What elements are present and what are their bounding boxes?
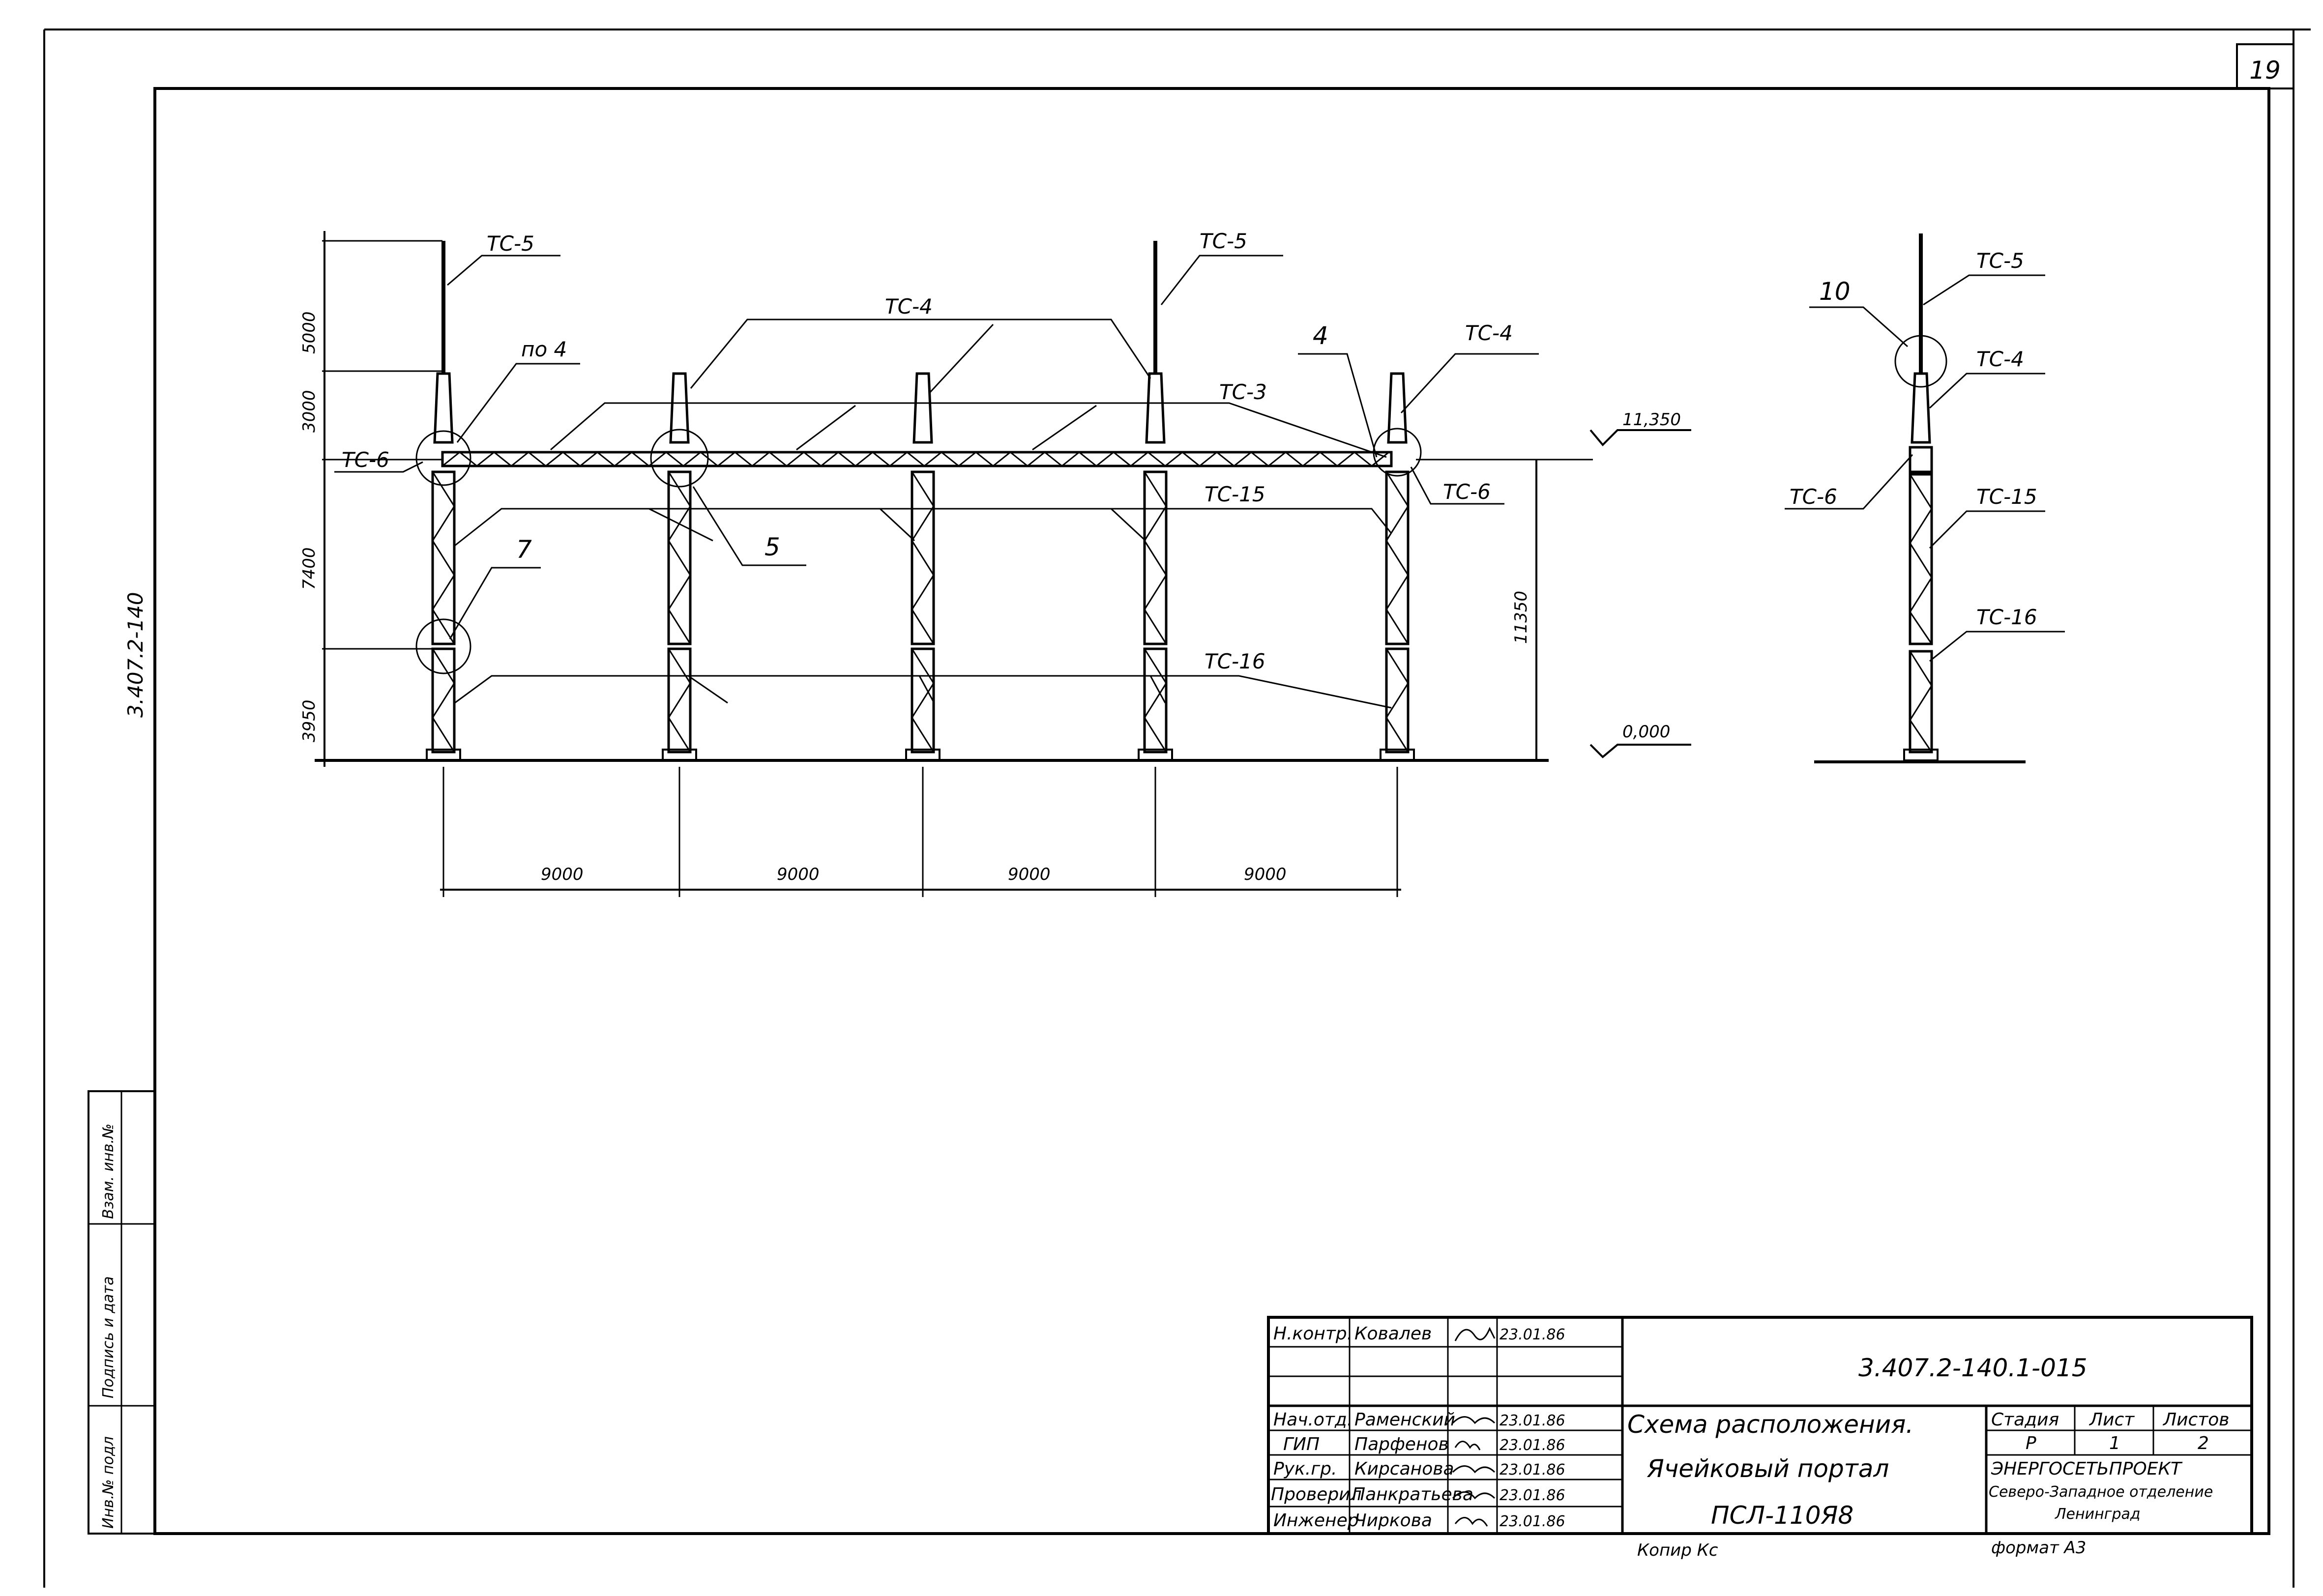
label-tc16: ТС-16 <box>1205 649 1265 673</box>
side-code: 3.407.2-140 <box>123 592 147 718</box>
strip-cell-signature: Подпись и дата <box>100 1277 117 1399</box>
signature-scribbles <box>1452 1327 1496 1527</box>
span-3: 9000 <box>1008 865 1051 884</box>
left-strip <box>88 1090 156 1535</box>
label-node4: 4 <box>1313 321 1328 350</box>
label-tc15: ТС-15 <box>1205 482 1265 506</box>
column-2 <box>650 372 709 761</box>
height-7400: 7400 <box>299 547 319 590</box>
signature-rows: Н.контр. Ковалев 23.01.86 Нач.отд. Рамен… <box>1271 1324 1565 1531</box>
row-role-3: Нач.отд. <box>1273 1410 1353 1430</box>
row-role-0: Н.контр. <box>1273 1324 1353 1344</box>
org-city: Ленинград <box>2055 1506 2141 1523</box>
leader-lines <box>334 255 1539 709</box>
row-date-4: 23.01.86 <box>1500 1437 1565 1454</box>
label-node7: 7 <box>516 535 532 564</box>
side-view <box>1785 233 2065 763</box>
label-tc6-left: ТС-6 <box>342 448 389 472</box>
front-view <box>315 231 1691 897</box>
column-5 <box>1373 372 1422 761</box>
column-1 <box>415 241 471 761</box>
row-role-6: Проверил <box>1271 1484 1362 1505</box>
sheets-total-value: 2 <box>2198 1433 2209 1453</box>
row-date-5: 23.01.86 <box>1500 1461 1565 1479</box>
column-3 <box>905 372 941 761</box>
org-department: Северо-Западное отделение <box>1989 1483 2213 1501</box>
side-label-tc16: ТС-16 <box>1976 605 2037 629</box>
label-tc5-mid: ТС-5 <box>1200 229 1247 253</box>
row-date-7: 23.01.86 <box>1500 1513 1565 1530</box>
drawing-frame <box>43 29 2311 1588</box>
sheets-header: Листов <box>2162 1410 2229 1430</box>
sheet-header: Лист <box>2088 1410 2135 1430</box>
label-tc3: ТС-3 <box>1219 380 1267 404</box>
stage-header: Стадия <box>1991 1410 2059 1430</box>
row-name-4: Парфенов <box>1354 1434 1449 1454</box>
title-block <box>1267 1316 2253 1535</box>
row-role-7: Инженер <box>1273 1510 1359 1531</box>
label-po4: по 4 <box>521 337 567 361</box>
row-name-6: Панкратьева <box>1352 1484 1473 1505</box>
label-tc5-left: ТС-5 <box>487 232 534 256</box>
title-line2: Ячейковый портал <box>1647 1454 1889 1483</box>
label-tc4-right: ТС-4 <box>1465 321 1513 345</box>
format-note: формат А3 <box>1991 1538 2086 1558</box>
sheet-value: 1 <box>2109 1433 2120 1453</box>
org-name: ЭНЕРГОСЕТЬПРОЕКТ <box>1991 1459 2183 1479</box>
title-line1: Схема расположения. <box>1627 1410 1913 1439</box>
side-label-tc15: ТС-15 <box>1976 485 2037 509</box>
row-name-0: Ковалев <box>1354 1324 1432 1344</box>
height-total: 11350 <box>1511 591 1531 644</box>
height-3950: 3950 <box>299 699 319 742</box>
title-line3: ПСЛ-110Я8 <box>1711 1501 1853 1530</box>
row-date-0: 23.01.86 <box>1500 1326 1565 1343</box>
column-4 <box>1138 241 1173 761</box>
elevation-top: 11,350 <box>1622 410 1681 430</box>
strip-cell-inventory: Инв.№ подл <box>100 1436 117 1529</box>
row-name-7: Чиркова <box>1354 1510 1432 1531</box>
side-label-tc6: ТС-6 <box>1790 485 1837 509</box>
side-label-tc4: ТС-4 <box>1976 347 2024 371</box>
label-tc4-top: ТС-4 <box>885 294 933 319</box>
side-label-tc5: ТС-5 <box>1976 249 2024 273</box>
copied-note: Копир Кс <box>1637 1540 1718 1560</box>
elevation-ground: 0,000 <box>1622 722 1670 742</box>
span-2: 9000 <box>777 865 820 884</box>
row-date-6: 23.01.86 <box>1500 1487 1565 1504</box>
side-label-node10: 10 <box>1819 277 1851 306</box>
row-role-4: ГИП <box>1283 1434 1320 1454</box>
doc-code: 3.407.2-140.1-015 <box>1858 1354 2088 1382</box>
label-tc6-right: ТС-6 <box>1443 480 1491 504</box>
height-3000: 3000 <box>299 390 319 433</box>
row-name-5: Кирсанова <box>1354 1459 1454 1479</box>
height-5000: 5000 <box>299 311 319 354</box>
span-1: 9000 <box>541 865 584 884</box>
strip-cell-replace: Взам. инв.№ <box>100 1124 117 1219</box>
span-4: 9000 <box>1244 865 1287 884</box>
row-date-3: 23.01.86 <box>1500 1412 1565 1429</box>
row-name-3: Раменский <box>1354 1410 1455 1430</box>
stage-value: Р <box>2026 1433 2036 1453</box>
label-node5: 5 <box>765 533 780 561</box>
row-role-5: Рук.гр. <box>1273 1459 1337 1479</box>
page-number: 19 <box>2249 56 2281 85</box>
